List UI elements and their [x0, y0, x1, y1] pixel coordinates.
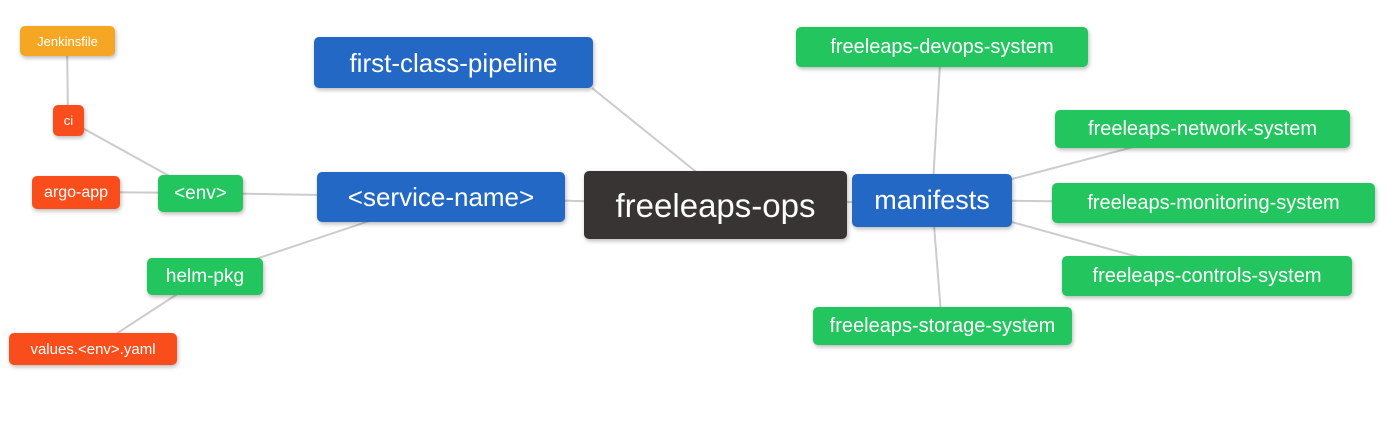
node-service-name[interactable]: <service-name>: [317, 172, 565, 222]
node-freeleaps-network-system[interactable]: freeleaps-network-system: [1055, 110, 1350, 148]
node-argo-app[interactable]: argo-app: [32, 176, 120, 209]
node-freeleaps-devops-system[interactable]: freeleaps-devops-system: [796, 27, 1088, 67]
node-first-class-pipeline[interactable]: first-class-pipeline: [314, 37, 593, 88]
node-values-env-yaml[interactable]: values.<env>.yaml: [9, 333, 177, 365]
edge-pipeline-ops: [591, 87, 701, 176]
node-freeleaps-storage-system[interactable]: freeleaps-storage-system: [813, 307, 1072, 345]
node-freeleaps-ops-root[interactable]: freeleaps-ops: [584, 171, 847, 239]
node-freeleaps-monitoring-system[interactable]: freeleaps-monitoring-system: [1052, 183, 1375, 223]
node-manifests[interactable]: manifests: [852, 174, 1012, 227]
node-helm-pkg[interactable]: helm-pkg: [147, 258, 263, 295]
node-ci[interactable]: ci: [53, 105, 84, 136]
node-jenkinsfile[interactable]: Jenkinsfile: [20, 26, 115, 56]
node-env[interactable]: <env>: [158, 175, 243, 212]
node-freeleaps-controls-system[interactable]: freeleaps-controls-system: [1062, 256, 1352, 296]
